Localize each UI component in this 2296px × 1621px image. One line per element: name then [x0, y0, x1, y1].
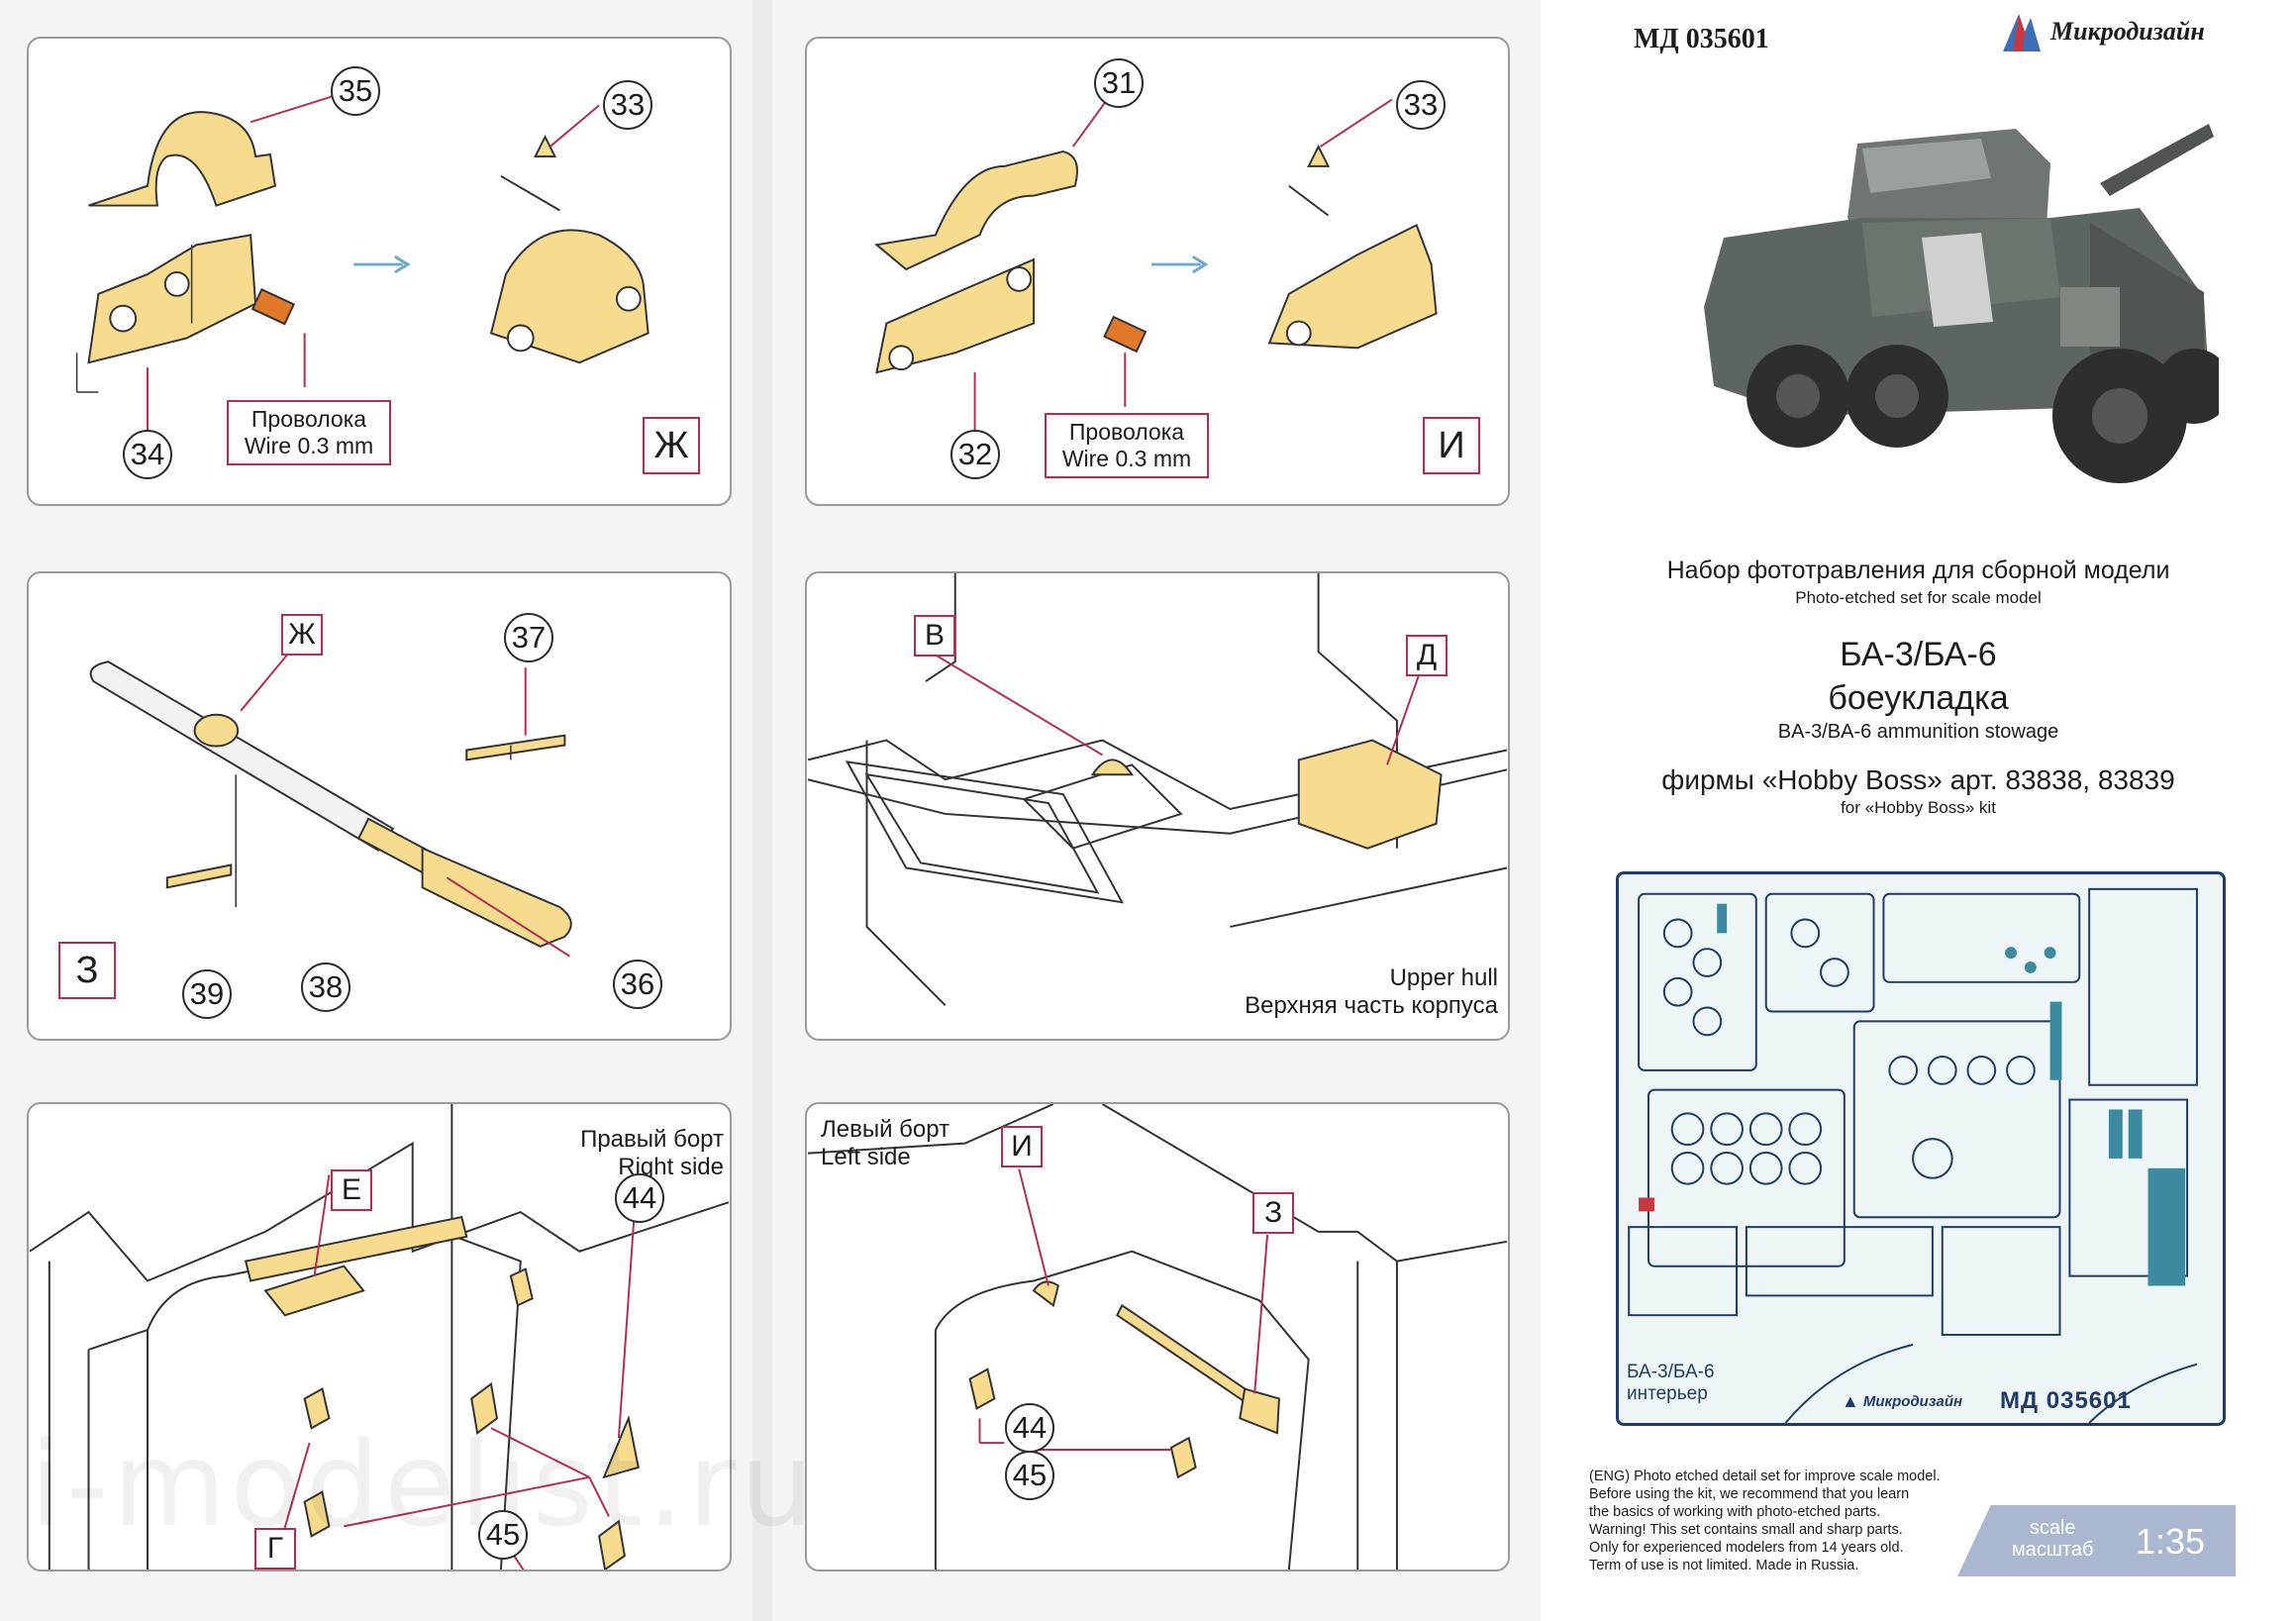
upper-hull-label: Upper hull Верхняя часть корпуса	[1183, 964, 1498, 1020]
fret-label-model: БА-3/БА-6	[1627, 1362, 1715, 1382]
callout-34: 34	[123, 430, 172, 479]
right-side-illustration	[29, 1104, 730, 1570]
ref-box-d: Д	[1406, 635, 1447, 676]
fret-brand: ▲ Микродизайн	[1842, 1391, 1962, 1412]
fret-brand-name: Микродизайн	[1862, 1393, 1963, 1410]
callout-31: 31	[1094, 58, 1144, 108]
scale-label: scale масштаб	[2012, 1517, 2093, 1561]
callout-44: 44	[1005, 1403, 1054, 1453]
kit-ru: фирмы «Hobby Boss» арт. 83838, 83839	[1661, 764, 2175, 795]
step-zh-illustration	[75, 88, 649, 437]
disclaimer-line: Before using the kit, we recommend that …	[1589, 1486, 1910, 1502]
left-side-illustration	[807, 1104, 1508, 1570]
callout-35: 35	[331, 66, 380, 116]
brand-name: Микродизайн	[2050, 17, 2205, 46]
wire-label-en: Wire 0.3 mm	[244, 433, 374, 458]
photo-etch-fret: БА-3/БА-6 интерьер ▲ Микродизайн МД 0356…	[1616, 871, 2226, 1426]
panel-step-zh: 35 33 34 Проволока Wire 0.3 mm Ж	[27, 37, 732, 506]
callout-39: 39	[182, 969, 232, 1019]
model-name: БА-3/БА-6	[1840, 636, 1997, 673]
disclaimer: (ENG) Photo etched detail set for improv…	[1589, 1468, 1985, 1574]
scale-label-ru: масштаб	[2012, 1539, 2094, 1561]
wire-label: Проволока Wire 0.3 mm	[227, 400, 391, 465]
step-letter-box: И	[1423, 417, 1480, 474]
title-en: Photo-etched set for scale model	[1795, 588, 2042, 607]
fret-label-interior: интерьер	[1627, 1383, 1708, 1404]
callout-45: 45	[478, 1510, 528, 1560]
wire-label-ru: Проволока	[250, 406, 367, 432]
upper-hull-label-en: Upper hull	[1389, 964, 1498, 991]
callout-45: 45	[1005, 1451, 1054, 1500]
callout-38: 38	[301, 962, 350, 1012]
callout-37: 37	[504, 613, 553, 662]
ref-box-v: В	[914, 615, 955, 657]
left-side-label-ru: Левый борт	[821, 1116, 950, 1143]
subject-en: BA-3/BA-6 ammunition stowage	[1777, 721, 2059, 743]
product-code: МД 035601	[1634, 24, 1769, 54]
title-ru: Набор фототравления для сборной модели	[1666, 557, 2170, 584]
left-side-label-en: Left side	[821, 1144, 911, 1170]
brand-logo-icon	[2003, 14, 2041, 51]
step-i-illustration	[874, 85, 1438, 437]
panel-step-z: Ж 37 39 38 36 З	[27, 571, 732, 1041]
left-side-label: Левый борт Left side	[821, 1116, 1080, 1171]
subject-ru: боеукладка	[1828, 679, 2009, 717]
ref-box-z: З	[1252, 1192, 1294, 1234]
disclaimer-line: Warning! This set contains small and sha…	[1589, 1522, 1903, 1538]
scale-value: 1:35	[2136, 1521, 2206, 1562]
step-letter-box: З	[58, 942, 116, 999]
fret-brand-icon: ▲	[1842, 1391, 1859, 1411]
fret-code: МД 035601	[2000, 1387, 2132, 1414]
scale-label-en: scale	[2029, 1517, 2076, 1539]
right-side-label-en: Right side	[618, 1154, 724, 1180]
wire-label: Проволока Wire 0.3 mm	[1045, 413, 1209, 478]
wire-label-ru: Проволока	[1068, 419, 1185, 445]
watermark: i-modelist.ru	[30, 1416, 819, 1553]
upper-hull-label-ru: Верхняя часть корпуса	[1245, 992, 1498, 1019]
vehicle-photo	[1704, 124, 2219, 483]
fret-parts	[1628, 887, 2198, 1423]
scale-badge: scale масштаб 1:35	[1957, 1505, 2236, 1576]
step-z-illustration	[89, 647, 572, 958]
panel-upper-hull: В Д Upper hull Верхняя часть корпуса	[805, 571, 1510, 1041]
panel-step-i: 31 33 32 Проволока Wire 0.3 mm И	[805, 37, 1510, 506]
upper-hull-illustration	[807, 573, 1508, 1006]
callout-33: 33	[603, 80, 652, 130]
wire-label-en: Wire 0.3 mm	[1061, 446, 1192, 471]
disclaimer-line: Term of use is not limited. Made in Russ…	[1589, 1558, 1859, 1573]
callout-32: 32	[950, 430, 1000, 479]
callout-44: 44	[615, 1173, 664, 1223]
step-letter-box: Ж	[643, 417, 700, 474]
callout-36: 36	[613, 960, 662, 1009]
ref-box-e: Е	[331, 1169, 372, 1211]
fret-label: БА-3/БА-6 интерьер	[1627, 1362, 1715, 1405]
disclaimer-line: the basics of working with photo-etched …	[1589, 1504, 1881, 1520]
callout-33: 33	[1396, 80, 1446, 130]
fold-strip-left	[752, 0, 772, 1621]
ref-box-zh: Ж	[281, 614, 323, 656]
panel-left-side: Левый борт Left side И З 44 45	[805, 1102, 1510, 1571]
panel-right-side: Правый борт Right side Е Г 44 45	[27, 1102, 732, 1571]
disclaimer-line: (ENG) Photo etched detail set for improv…	[1589, 1469, 1941, 1484]
ref-box-g: Г	[254, 1528, 296, 1570]
right-side-label: Правый борт Right side	[464, 1126, 724, 1181]
ref-box-i: И	[1001, 1126, 1043, 1167]
right-side-label-ru: Правый борт	[580, 1126, 724, 1153]
disclaimer-line: Only for experienced modelers from 14 ye…	[1589, 1540, 1904, 1556]
brand-logo: Микродизайн	[1999, 10, 2205, 53]
kit-en: for «Hobby Boss» kit	[1841, 798, 1996, 817]
